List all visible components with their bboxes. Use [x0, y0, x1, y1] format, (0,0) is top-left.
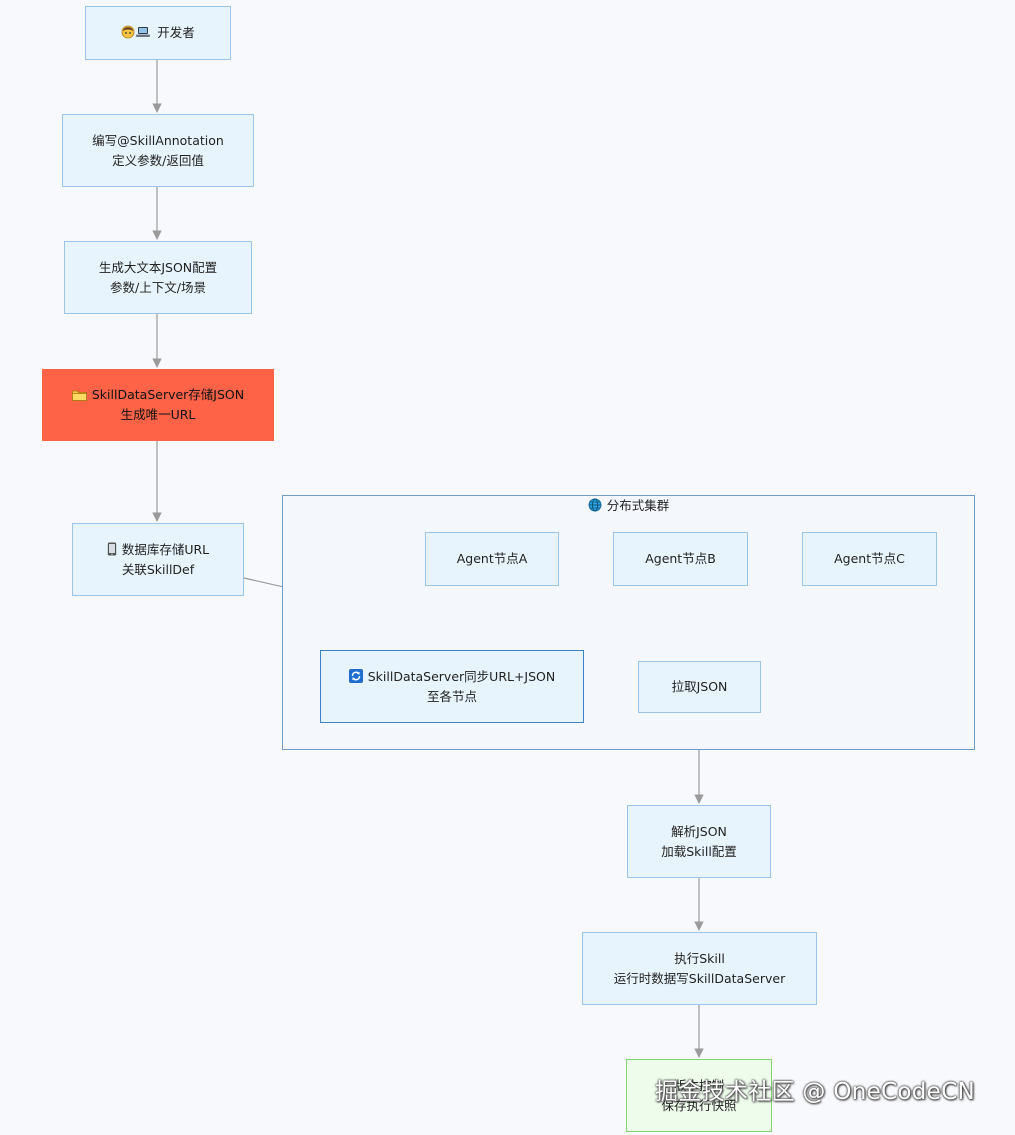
node-developer[interactable]: 开发者	[85, 6, 231, 60]
annotation-line-1: 编写@SkillAnnotation	[92, 132, 224, 148]
cluster-title-text: 分布式集群	[606, 498, 670, 513]
node-json-config[interactable]: 生成大文本JSON配置 参数/上下文/场景	[64, 241, 252, 314]
sync-arrows-icon	[348, 668, 363, 683]
snapshot-line-1: 版本控制	[673, 1077, 724, 1093]
sync-line-1: SkillDataServer同步URL+JSON	[367, 668, 556, 684]
json-config-line-1: 生成大文本JSON配置	[98, 259, 218, 275]
node-sync[interactable]: SkillDataServer同步URL+JSON 至各节点	[320, 650, 584, 723]
annotation-line-2: 定义参数/返回值	[112, 152, 204, 168]
agent-c-label: Agent节点C	[834, 551, 905, 566]
node-execute-skill[interactable]: 执行Skill 运行时数据写SkillDataServer	[582, 932, 817, 1005]
agent-a-label: Agent节点A	[456, 551, 528, 566]
cluster-title: 分布式集群	[283, 497, 974, 515]
developer-label: 开发者	[157, 25, 195, 40]
parse-line-1: 解析JSON	[671, 823, 727, 839]
node-agent-a[interactable]: Agent节点A	[425, 532, 559, 586]
agent-b-label: Agent节点B	[645, 551, 716, 566]
snapshot-line-2: 保存执行快照	[661, 1097, 737, 1113]
node-pull-json[interactable]: 拉取JSON	[638, 661, 761, 713]
node-store-json[interactable]: SkillDataServer存储JSON 生成唯一URL	[42, 369, 274, 441]
json-config-line-2: 参数/上下文/场景	[110, 279, 206, 295]
store-json-line-2: 生成唯一URL	[120, 407, 196, 422]
watermark: 掘金技术社区 @ OneCodeCN	[655, 1079, 975, 1105]
sync-line-2: 至各节点	[426, 688, 477, 704]
mobile-device-icon	[107, 542, 117, 555]
parse-line-2: 加载Skill配置	[661, 843, 737, 859]
developer-laptop-icon	[121, 25, 151, 39]
pull-json-label: 拉取JSON	[671, 679, 728, 694]
store-json-line-1: SkillDataServer存储JSON	[91, 387, 245, 402]
execute-line-2: 运行时数据写SkillDataServer	[613, 970, 786, 986]
db-store-line-2: 关联SkillDef	[121, 561, 195, 577]
node-skill-annotation[interactable]: 编写@SkillAnnotation 定义参数/返回值	[62, 114, 254, 187]
node-agent-b[interactable]: Agent节点B	[613, 532, 748, 586]
node-snapshot[interactable]: 版本控制 保存执行快照	[626, 1059, 772, 1132]
globe-icon	[588, 498, 602, 512]
node-parse-json[interactable]: 解析JSON 加载Skill配置	[627, 805, 771, 878]
db-store-line-1: 数据库存储URL	[121, 541, 210, 557]
node-db-store[interactable]: 数据库存储URL 关联SkillDef	[72, 523, 244, 596]
node-agent-c[interactable]: Agent节点C	[802, 532, 937, 586]
folder-icon	[71, 390, 87, 401]
execute-line-1: 执行Skill	[674, 950, 725, 966]
